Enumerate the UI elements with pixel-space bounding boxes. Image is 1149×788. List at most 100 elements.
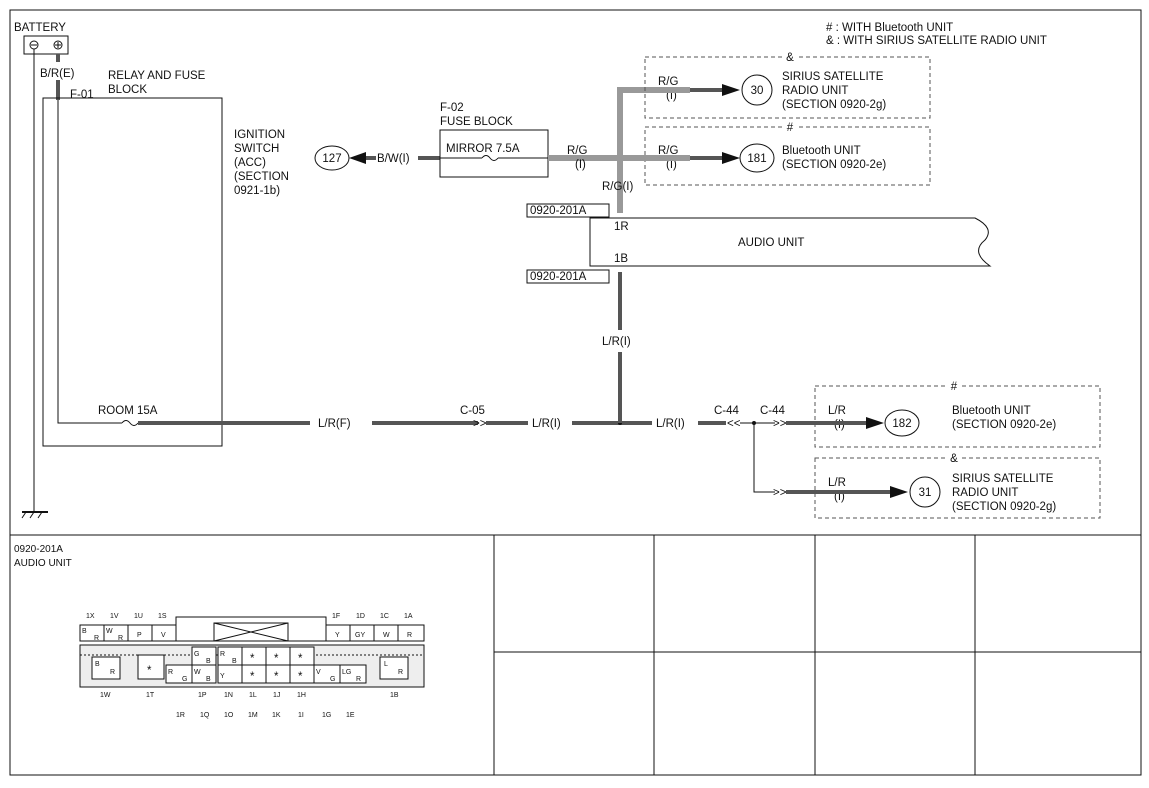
pin-1i: 1I xyxy=(298,712,304,719)
pin-1v: 1V xyxy=(110,613,119,620)
f01-connector-label: F-01 xyxy=(70,89,94,101)
legend-hash: # : WITH Bluetooth UNIT xyxy=(826,22,953,34)
bluetooth-bottom-ref: 182 xyxy=(892,418,911,430)
wire-rg-label-1: R/G xyxy=(567,145,588,157)
diagram-frame xyxy=(9,9,1142,776)
wire-color-cell: B xyxy=(82,628,87,635)
relay-block-title-1: RELAY AND FUSE xyxy=(108,70,206,82)
audio-pin-1r: 1R xyxy=(614,221,629,233)
arrow-right-icon xyxy=(866,417,884,429)
wire-color-cell: R xyxy=(398,669,403,676)
bluetooth-top-mark: # xyxy=(787,122,794,134)
wire-color-cell: Y xyxy=(335,632,340,639)
arrow-right-icon xyxy=(890,486,908,498)
battery-label: BATTERY xyxy=(14,22,66,34)
wire-color-cell: GY xyxy=(355,632,365,639)
pin-1f: 1F xyxy=(332,613,340,620)
wire-rg-trunk xyxy=(617,87,648,213)
wire-color-cell: R xyxy=(94,635,99,642)
wire-color-cell: W xyxy=(383,632,390,639)
mirror-fuse-icon xyxy=(481,155,499,161)
ignition-line-3: (ACC) xyxy=(234,157,266,169)
empty-cavity-star: * xyxy=(274,671,279,683)
room-fuse-icon xyxy=(121,420,139,426)
sirius-top-mark: & xyxy=(786,52,794,64)
pin-1t: 1T xyxy=(146,692,155,699)
empty-cavity-star: * xyxy=(250,653,255,665)
pin-1g: 1G xyxy=(322,712,331,719)
empty-cavity-star: * xyxy=(147,665,152,677)
arrow-left-icon xyxy=(349,152,366,164)
bluetooth-top-line-1: Bluetooth UNIT xyxy=(782,145,861,157)
audio-unit-label: AUDIO UNIT xyxy=(738,237,804,249)
bluetooth-bottom-line-2: (SECTION 0920-2e) xyxy=(952,419,1056,431)
pin-1l: 1L xyxy=(249,692,257,699)
sirius-bottom-line-3: (SECTION 0920-2g) xyxy=(952,501,1056,513)
pin-1d: 1D xyxy=(356,613,365,620)
wire-color-cell: V xyxy=(316,669,321,676)
ignition-wire-label: B/W(I) xyxy=(377,153,410,165)
pin-1x: 1X xyxy=(86,613,95,620)
pin-1m: 1M xyxy=(248,712,258,719)
sirius-top-line-2: RADIO UNIT xyxy=(782,85,848,97)
sirius-top-line-3: (SECTION 0920-2g) xyxy=(782,99,886,111)
f02-connector-label: F-02 xyxy=(440,102,464,114)
empty-cavity-star: * xyxy=(250,671,255,683)
pin-1s: 1S xyxy=(158,613,167,620)
sirius-bottom-ref-circle xyxy=(909,476,941,508)
bluetooth-bottom-mark: # xyxy=(951,381,958,393)
sirius-bottom-wire-lr: L/R xyxy=(828,477,846,489)
svg-text:>>: >> xyxy=(773,487,787,499)
audio-unit-box xyxy=(589,217,992,267)
audio-pin-1b: 1B xyxy=(614,253,628,265)
wire-color-cell: B xyxy=(95,661,100,668)
c05-connector-icon: >> xyxy=(473,418,487,430)
wire-color-cell: L xyxy=(384,661,388,668)
empty-grid-panels xyxy=(493,535,1141,775)
wire-lr-i-label-vertical: L/R(I) xyxy=(602,336,631,348)
wire-lr-f-label: L/R(F) xyxy=(318,418,351,430)
empty-cavity-star: * xyxy=(298,653,303,665)
audio-connector-bottom: 0920-201A xyxy=(530,271,587,283)
audio-connector-top: 0920-201A xyxy=(530,205,587,217)
wire-color-cell: R xyxy=(356,676,361,683)
ignition-line-5: 0921-1b) xyxy=(234,185,280,197)
pin-1e: 1E xyxy=(346,712,355,719)
arrow-right-icon xyxy=(722,152,740,164)
fuse-block-box xyxy=(439,129,549,178)
sirius-bottom-line-2: RADIO UNIT xyxy=(952,487,1018,499)
pin-1h: 1H xyxy=(297,692,306,699)
sirius-bottom-line-1: SIRIUS SATELLITE xyxy=(952,473,1054,485)
wire-color-cell: V xyxy=(161,632,166,639)
c44-connector-icon-2: >> xyxy=(773,418,787,430)
fuse-block-title: FUSE BLOCK xyxy=(440,116,513,128)
connector-face xyxy=(79,616,425,688)
pin-1o: 1O xyxy=(224,712,234,719)
empty-cavity-star: * xyxy=(274,653,279,665)
empty-cavity-star: * xyxy=(298,671,303,683)
sirius-top-ref-circle xyxy=(741,74,773,106)
sirius-bottom-mark: & xyxy=(950,453,958,465)
bluetooth-top-ref-circle xyxy=(739,143,775,173)
wire-color-cell: P xyxy=(137,632,142,639)
bluetooth-top-ref: 181 xyxy=(747,153,766,165)
pin-1q: 1Q xyxy=(200,712,210,719)
wire-rgi-label: R/G(I) xyxy=(602,181,633,193)
ignition-ref-number: 127 xyxy=(322,153,341,165)
sirius-bottom-ref: 31 xyxy=(919,487,932,499)
c44-connector-icon-1: << xyxy=(727,418,741,430)
battery-wire-label: B/R(E) xyxy=(40,68,75,80)
mirror-fuse-label: MIRROR 7.5A xyxy=(446,143,520,155)
wire-color-cell: G xyxy=(194,651,199,658)
pin-1r: 1R xyxy=(176,712,185,719)
arrow-right-icon xyxy=(722,84,740,96)
wire-color-cell: LG xyxy=(342,669,351,676)
ignition-line-1: IGNITION xyxy=(234,129,285,141)
connector-view-title-2: AUDIO UNIT xyxy=(14,558,72,569)
wire-color-cell: B xyxy=(232,658,237,665)
wire-color-cell: R xyxy=(110,669,115,676)
pin-1n: 1N xyxy=(224,692,233,699)
wire-color-cell: W xyxy=(194,669,201,676)
audio-connector-tag-bottom xyxy=(526,269,610,284)
c44-connector-label-1: C-44 xyxy=(714,405,740,417)
